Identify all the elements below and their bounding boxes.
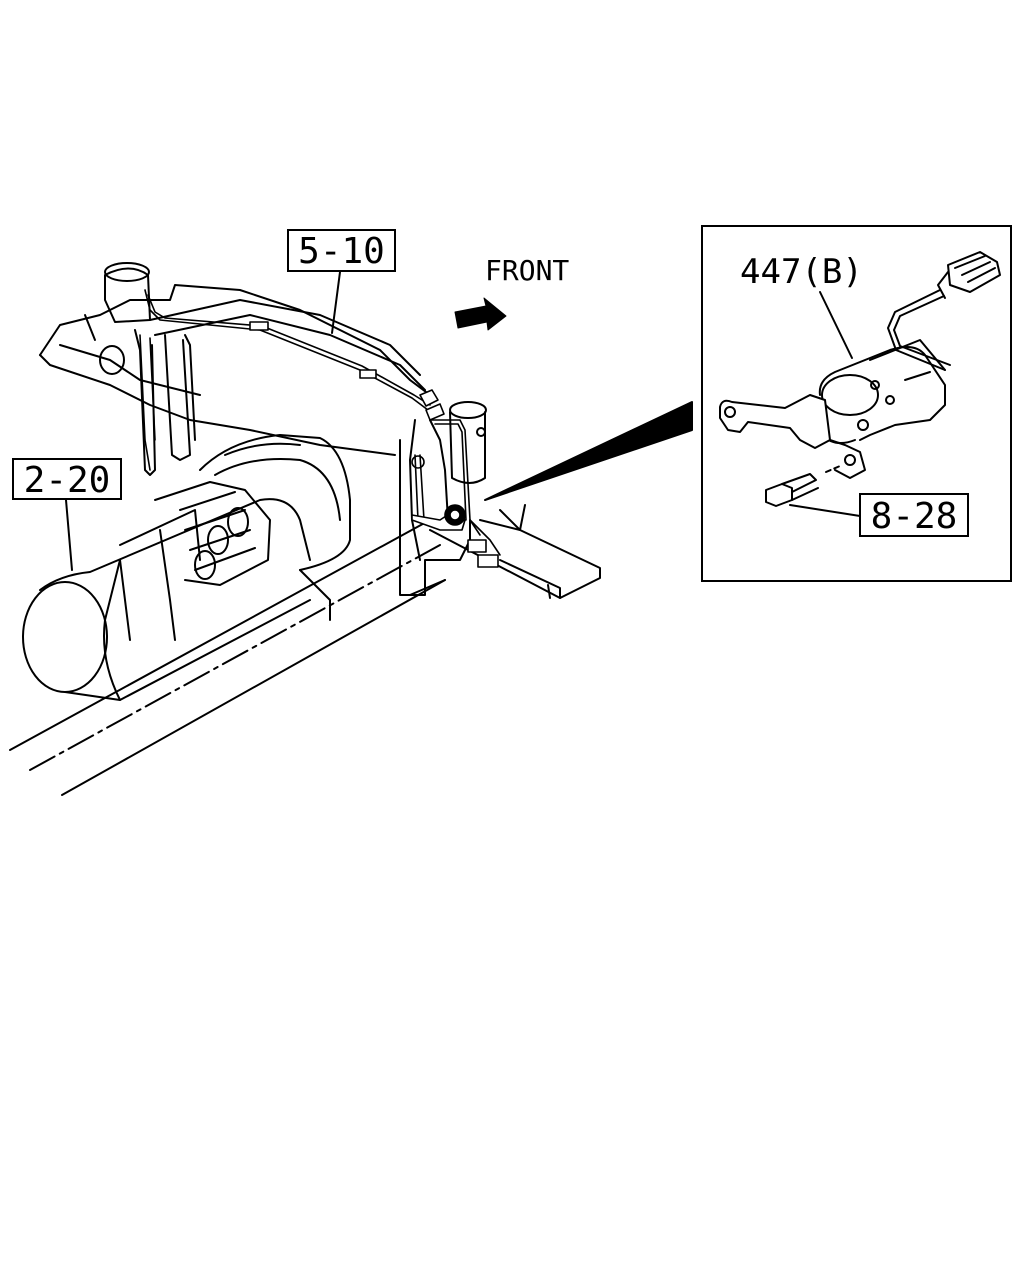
- callout-2-20: 2-20: [12, 458, 122, 500]
- frame-rails: [9, 519, 446, 796]
- cross-member: [39, 262, 601, 599]
- leader-2-20: [65, 499, 73, 571]
- callout-8-28: 8-28: [859, 493, 969, 537]
- inset-sensor-drawing: [719, 251, 1001, 517]
- transmission: [22, 434, 351, 701]
- front-arrow-icon: [454, 297, 507, 331]
- callout-5-10: 5-10: [287, 229, 396, 272]
- front-label: FRONT: [485, 254, 570, 287]
- detail-pointer-wedge: [484, 401, 693, 501]
- brake-pipes: [139, 289, 501, 568]
- detail-inset-frame: [701, 225, 1012, 582]
- leader-5-10: [331, 271, 341, 334]
- callout-447b: 447(B): [740, 252, 863, 292]
